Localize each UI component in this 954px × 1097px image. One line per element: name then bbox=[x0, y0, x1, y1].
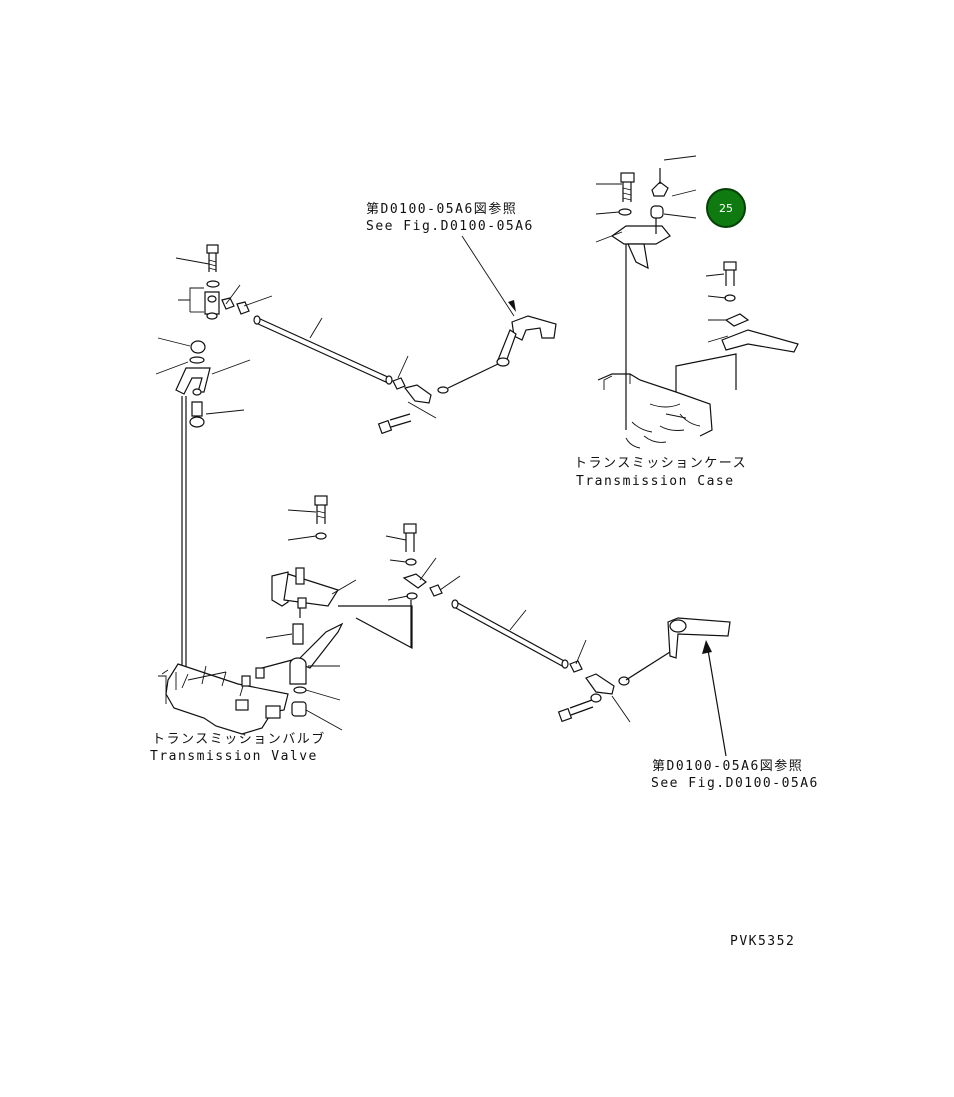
ref-label-bottom-jp: 第D0100-05A6図参照 bbox=[652, 759, 804, 774]
lever-outline bbox=[338, 605, 413, 650]
upper-rod bbox=[253, 315, 393, 385]
lower-rod bbox=[451, 599, 569, 669]
case-label-en: Transmission Case bbox=[576, 474, 735, 489]
upper-bellcrank bbox=[447, 315, 557, 389]
mount-bracket bbox=[610, 225, 671, 245]
reference-arrow bbox=[508, 300, 727, 757]
washer bbox=[206, 280, 220, 288]
nut bbox=[221, 297, 235, 310]
horizontal-bolt bbox=[377, 413, 412, 435]
ref-label-top-en: See Fig.D0100-05A6 bbox=[366, 219, 534, 234]
plate bbox=[721, 329, 799, 353]
rod-end bbox=[403, 384, 432, 404]
ref-label-top-jp: 第D0100-05A6図参照 bbox=[366, 202, 518, 217]
valve-label-en: Transmission Valve bbox=[150, 749, 318, 764]
transmission-valve-body bbox=[158, 659, 293, 735]
leader-lines bbox=[155, 155, 729, 731]
lower-horizontal-bolt bbox=[557, 699, 594, 723]
ref-label-bottom-en: See Fig.D0100-05A6 bbox=[651, 776, 819, 791]
case-top-bolt bbox=[620, 172, 635, 202]
part-callout-badge[interactable]: 25 bbox=[706, 188, 746, 228]
upper-left-bolt bbox=[206, 244, 219, 272]
nut bbox=[190, 340, 206, 354]
rod-end bbox=[585, 673, 615, 695]
lower-left-bolt bbox=[314, 495, 328, 524]
lower-bellcrank bbox=[625, 617, 731, 681]
transmission-case-outline bbox=[597, 353, 737, 449]
valve-label-jp: トランスミッションバルブ bbox=[152, 732, 326, 747]
clevis-bracket bbox=[204, 291, 220, 315]
lower-lever-arm bbox=[289, 622, 344, 717]
drawing-number: PVK5352 bbox=[730, 934, 796, 949]
case-label-jp: トランスミッションケース bbox=[574, 456, 748, 471]
